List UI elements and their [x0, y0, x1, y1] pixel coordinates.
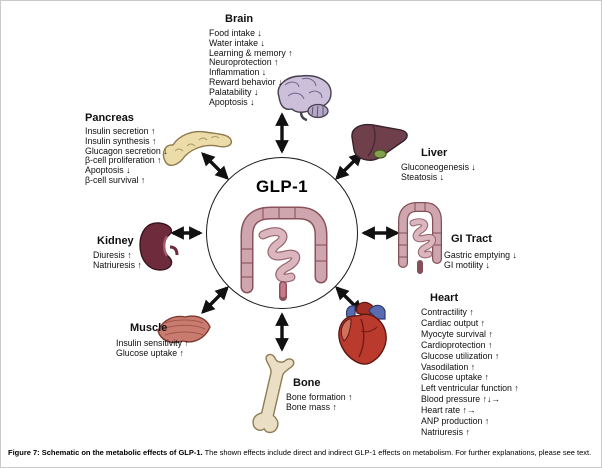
effect-item: Water intake ↓	[209, 37, 265, 48]
intestine-center-illustration	[240, 206, 328, 301]
effect-item: Cardiac output ↑	[421, 317, 486, 328]
effect-item: Glucose utilization ↑	[421, 350, 500, 361]
heart-illustration	[338, 301, 387, 365]
effect-item: Vasodilation ↑	[421, 361, 476, 372]
effect-item: Insulin secretion ↑	[85, 126, 156, 136]
effect-item: Natriuresis ↑	[93, 259, 142, 270]
effect-item: Blood pressure ↑↓→	[421, 394, 501, 405]
effect-item: Steatosis ↓	[401, 171, 445, 182]
effect-item: Heart rate ↑→	[421, 405, 476, 416]
effect-item: Learning & memory ↑	[209, 47, 293, 58]
gi-tract-label: GI Tract	[451, 233, 492, 245]
bone-effects: Bone formation ↑ Bone mass ↑	[286, 392, 353, 413]
effect-item: ANP production ↑	[421, 416, 490, 427]
effect-item: Food intake ↓	[209, 28, 262, 38]
effect-item: Bone mass ↑	[286, 401, 337, 412]
glp1-center-label: GLP-1	[255, 177, 309, 196]
effect-item: Contractility ↑	[421, 307, 474, 317]
pancreas-effects: Insulin secretion ↑ Insulin synthesis ↑ …	[85, 126, 168, 186]
kidney-effects: Diuresis ↑ Natriuresis ↑	[93, 250, 142, 271]
effect-item: Reward behavior ↓	[209, 76, 283, 87]
figure-caption-text: The shown effects include direct and ind…	[202, 448, 592, 457]
effect-item: Cardioprotection ↑	[421, 339, 493, 350]
figure-caption: Figure 7: Schematic on the metabolic eff…	[8, 448, 600, 457]
liver-effects: Gluconeogenesis ↓ Steatosis ↓	[401, 162, 476, 183]
effect-item: Myocyte survival ↑	[421, 328, 493, 339]
liver-illustration	[351, 123, 408, 161]
brain-effects: Food intake ↓ Water intake ↓ Learning & …	[209, 28, 293, 107]
bone-illustration	[252, 353, 295, 434]
arrow-muscle	[201, 286, 229, 314]
muscle-illustration	[157, 315, 211, 344]
effect-item: β-cell survival ↑	[85, 174, 146, 185]
liver-label: Liver	[421, 147, 448, 159]
effect-item: Glucagon secretion ↓	[85, 145, 168, 156]
heart-label: Heart	[430, 292, 459, 304]
brain-illustration	[277, 74, 332, 122]
brain-label: Brain	[225, 13, 254, 25]
effect-item: Inflammation ↓	[209, 67, 267, 78]
effect-item: Bone formation ↑	[286, 392, 353, 402]
effect-item: Neuroprotection ↑	[209, 57, 279, 68]
effect-item: Gastric emptying ↓	[444, 250, 517, 260]
muscle-label: Muscle	[130, 322, 168, 334]
effect-item: Diuresis ↑	[93, 250, 132, 260]
effect-item: Natriuresis ↑	[421, 426, 470, 437]
gi-tract-illustration	[398, 202, 442, 274]
effect-item: Left ventricular function ↑	[421, 383, 519, 394]
effect-item: Apoptosis ↓	[85, 165, 131, 176]
pancreas-label: Pancreas	[85, 112, 134, 124]
muscle-effects: Insulin sensitivity ↑ Glucose uptake ↑	[116, 338, 189, 359]
figure-caption-title: Figure 7: Schematic on the metabolic eff…	[8, 448, 203, 457]
kidney-label: Kidney	[97, 235, 134, 247]
gi-tract-effects: Gastric emptying ↓ GI motility ↓	[444, 250, 517, 271]
effect-item: β-cell proliferation ↑	[85, 155, 162, 166]
effect-item: Gluconeogenesis ↓	[401, 162, 476, 172]
pancreas-illustration	[162, 130, 232, 166]
effect-item: Insulin synthesis ↑	[85, 135, 157, 146]
effect-item: Glucose uptake ↑	[421, 372, 489, 383]
effect-item: GI motility ↓	[444, 259, 490, 270]
effect-item: Palatability ↓	[209, 86, 259, 97]
bone-label: Bone	[293, 377, 321, 389]
effect-item: Glucose uptake ↑	[116, 347, 184, 358]
effect-item: Insulin sensitivity ↑	[116, 338, 189, 348]
kidney-illustration	[139, 222, 179, 271]
effect-item: Apoptosis ↓	[209, 96, 255, 107]
heart-effects: Contractility ↑ Cardiac output ↑ Myocyte…	[421, 307, 519, 438]
